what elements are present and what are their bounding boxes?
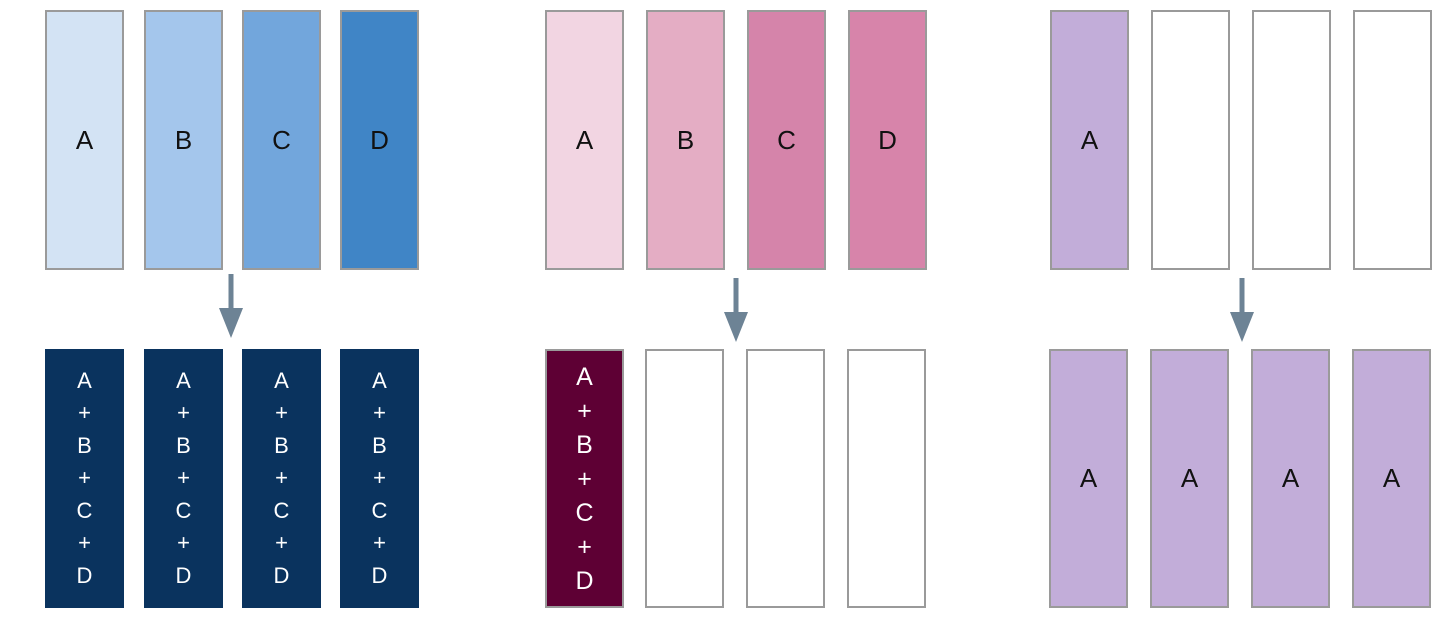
allreduce-output-2: A + B + C + D [144, 349, 223, 608]
term: A [176, 367, 191, 393]
allreduce-output-4: A + B + C + D [340, 349, 419, 608]
reduce-output-root: A + B + C + D [545, 349, 624, 608]
broadcast-input-a: A [1050, 10, 1129, 270]
plus: + [577, 532, 592, 561]
broadcast-output-1: A [1049, 349, 1128, 608]
allreduce-input-d: D [340, 10, 419, 270]
allreduce-output-4-stack: A + B + C + D [372, 365, 388, 593]
term: A [274, 367, 289, 393]
allreduce-output-3-stack: A + B + C + D [274, 365, 290, 593]
allreduce-output-1-stack: A + B + C + D [77, 365, 93, 593]
broadcast-output-1-label: A [1079, 463, 1098, 493]
term: A [77, 367, 92, 393]
plus: + [373, 530, 386, 556]
allreduce-input-d-label: D [370, 124, 389, 155]
term: C [273, 497, 290, 523]
broadcast-output-4: A [1352, 349, 1431, 608]
term: B [372, 432, 387, 458]
reduce-output-empty-2 [645, 349, 724, 608]
plus: + [177, 530, 190, 556]
term: D [371, 562, 388, 588]
plus: + [177, 400, 190, 426]
broadcast-output-3-label: A [1281, 463, 1300, 493]
reduce-input-b: B [646, 10, 725, 270]
plus: + [577, 396, 592, 425]
broadcast-input-a-label: A [1080, 124, 1099, 155]
allreduce-input-b-label: B [174, 124, 193, 155]
reduce-input-a: A [545, 10, 624, 270]
term: A [576, 362, 593, 391]
allreduce-input-c: C [242, 10, 321, 270]
plus: + [373, 465, 386, 491]
allreduce-output-2-stack: A + B + C + D [176, 365, 192, 593]
term: C [175, 497, 192, 523]
allreduce-input-b: B [144, 10, 223, 270]
term: D [273, 562, 290, 588]
term: B [576, 430, 593, 459]
term: C [76, 497, 93, 523]
allreduce-input-a: A [45, 10, 124, 270]
allreduce-input-c-label: C [272, 124, 291, 155]
reduce-output-empty-3 [746, 349, 825, 608]
plus: + [78, 400, 91, 426]
plus: + [275, 530, 288, 556]
term: C [371, 497, 388, 523]
reduce-input-d: D [848, 10, 927, 270]
term: D [575, 566, 594, 595]
reduce-input-a-label: A [575, 124, 594, 155]
plus: + [577, 464, 592, 493]
allreduce-output-1: A + B + C + D [45, 349, 124, 608]
broadcast-input-empty-4 [1353, 10, 1432, 270]
broadcast-output-3: A [1251, 349, 1330, 608]
reduce-output-empty-4 [847, 349, 926, 608]
reduce-input-b-label: B [676, 124, 695, 155]
reduce-input-d-label: D [878, 124, 897, 155]
broadcast-input-empty-2 [1151, 10, 1230, 270]
plus: + [78, 465, 91, 491]
reduce-input-c-label: C [777, 124, 796, 155]
plus: + [373, 400, 386, 426]
plus: + [275, 400, 288, 426]
broadcast-input-empty-3 [1252, 10, 1331, 270]
reduce-arrow-icon [724, 278, 748, 342]
term: A [372, 367, 387, 393]
plus: + [177, 465, 190, 491]
term: B [274, 432, 289, 458]
reduce-output-stack: A + B + C + D [575, 360, 593, 598]
term: D [76, 562, 93, 588]
allreduce-input-a-label: A [75, 124, 94, 155]
allreduce-arrow-icon [219, 274, 243, 338]
term: D [175, 562, 192, 588]
term: B [176, 432, 191, 458]
broadcast-output-2: A [1150, 349, 1229, 608]
reduce-input-c: C [747, 10, 826, 270]
broadcast-output-2-label: A [1180, 463, 1199, 493]
term: B [77, 432, 92, 458]
term: C [575, 498, 594, 527]
broadcast-arrow-icon [1230, 278, 1254, 342]
allreduce-output-3: A + B + C + D [242, 349, 321, 608]
plus: + [78, 530, 91, 556]
plus: + [275, 465, 288, 491]
broadcast-output-4-label: A [1382, 463, 1401, 493]
